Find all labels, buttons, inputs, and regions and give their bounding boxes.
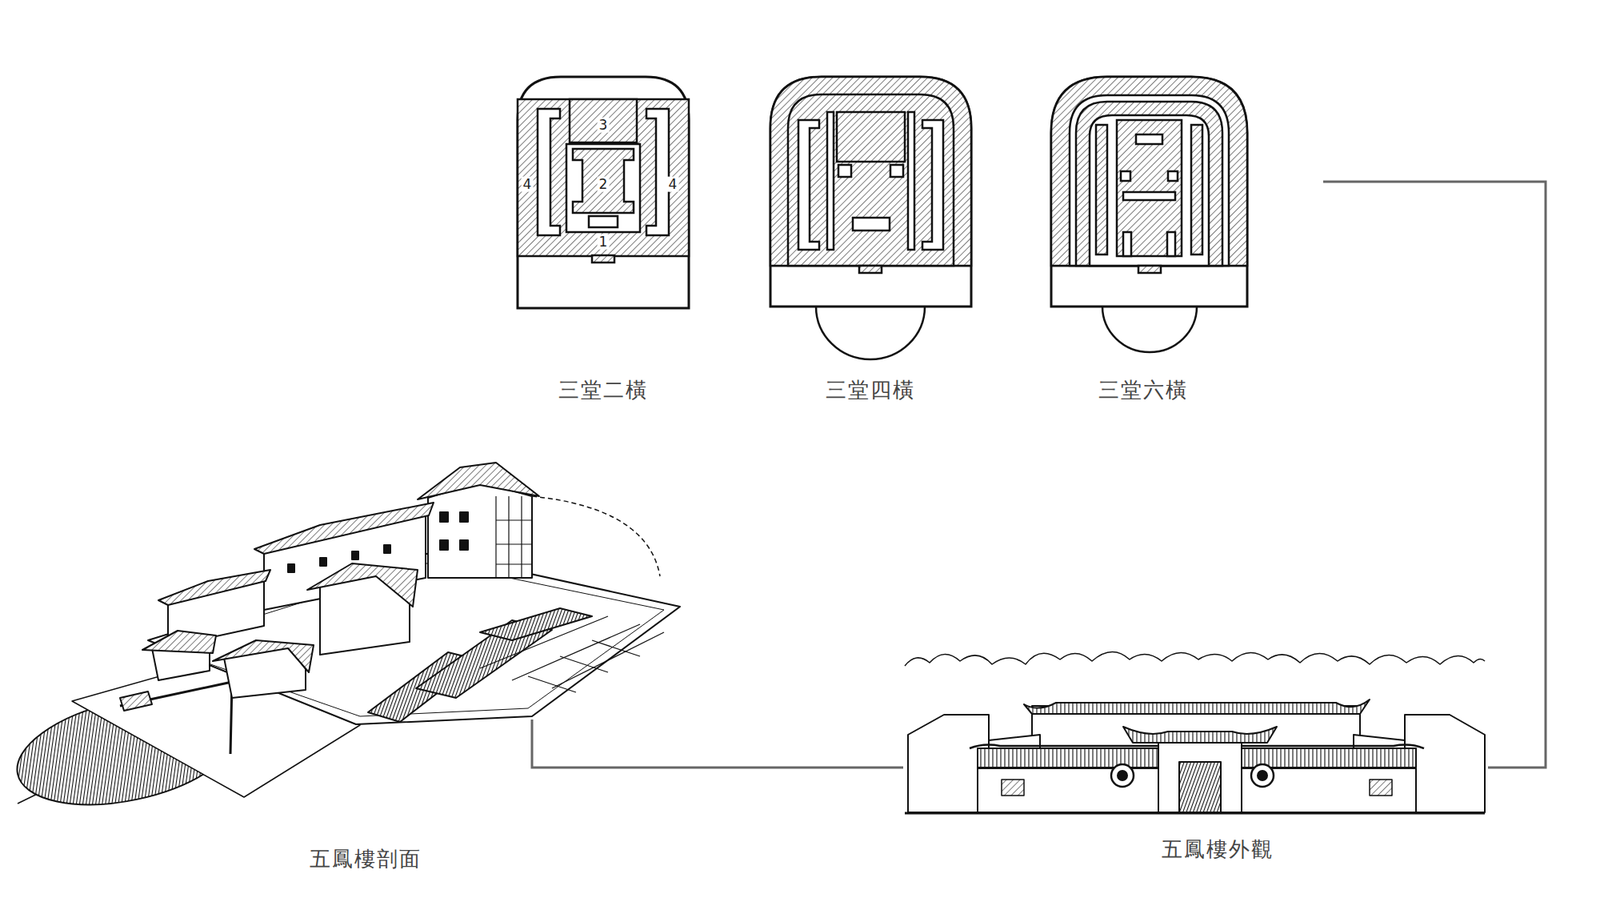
elevation-figure: 五鳳樓外觀 [903,643,1488,876]
plan-four-wings-part [788,94,954,266]
section-sketch-part [460,512,468,522]
plan-six-wings-part [1069,95,1229,266]
connector-line [1323,181,1546,768]
section-sketch-part [440,540,448,550]
plan-four-wings-part [836,112,905,162]
section-sketch-part [120,691,152,711]
section-sketch-part [532,496,660,576]
plan-six-wings-part [1089,115,1209,266]
elevation-sketch-part [908,714,989,812]
section-sketch-part [384,544,391,553]
elevation-sketch-part [1251,764,1274,787]
section-sketch-part [158,569,271,605]
plan-six-wings [1051,76,1248,352]
plan-four-wings-part [859,265,882,273]
elevation-sketch-part [1001,779,1024,796]
plan-four-wings-part [770,76,972,307]
figure-caption: 五鳳樓剖面 [309,846,422,872]
plan-four-wings-part [890,164,904,177]
elevation-sketch-part [1111,764,1134,787]
plan-six-wings-part [1102,306,1197,352]
plan-two-wings-part [592,255,615,263]
plan-four-wings-part [798,120,820,250]
callout-number: 4 [667,176,680,192]
figure-caption: 五鳳樓外觀 [1161,836,1274,862]
plan-six-wings-part [1191,124,1203,255]
elevation-sketch-part [1179,761,1221,812]
plan-two-wings-part [517,99,689,256]
connector-line [532,719,904,768]
plan-six-wings-part [1136,134,1163,144]
plan-two-wings-part [572,148,634,213]
plan-six-wings-part [1051,76,1248,307]
figure-caption: 三堂二橫 [558,377,648,403]
callout-number: 2 [597,176,610,192]
plan-two-wings-part [537,108,560,236]
plan-figure: 三堂四橫 [770,76,972,413]
plan-four-wings-part [770,76,972,266]
section-sketch-part [142,630,216,653]
plan-six-wings-part [1096,124,1108,255]
plan-six-wings-part [1123,232,1132,256]
section-sketch-part [320,557,327,566]
plan-four-wings-part [827,112,834,250]
plan-figure: 三堂六橫 [1051,76,1324,413]
plan-four-wings-part [908,112,915,250]
section-sketch-part [480,616,664,688]
plan-two-wings-part [646,108,669,236]
callout-number: 4 [521,176,534,192]
section-sketch-part [528,640,640,692]
section-sketch-part [288,564,295,572]
plan-six-wings-part [1116,120,1182,256]
plan-four-wings-part [838,164,852,177]
plan-four-wings-part [922,120,944,250]
plan-two-wings-part [566,144,640,232]
section-sketch-part [120,681,232,754]
elevation-sketch-part [1158,742,1242,812]
elevation-sketch-part [1117,770,1128,780]
section-sketch-part [254,502,434,554]
plan-four-wings [770,76,972,360]
section-sketch-part [460,540,468,550]
section-sketch-part [352,551,359,560]
section-sketch-part [148,552,680,724]
section-sketch-part [428,481,532,578]
plan-six-wings-part [1120,171,1131,181]
section-sketch-part [496,496,532,578]
plan-two-wings [517,76,689,308]
plan-six-wings-part [1123,192,1176,200]
section-figure: 五鳳樓剖面 [15,459,532,884]
figure-caption: 三堂六橫 [1098,377,1188,403]
section-sketch-part [480,608,592,640]
plan-two-wings-part [517,76,689,308]
section-sketch-part [417,462,540,500]
elevation-sketch [904,651,1485,813]
plan-four-wings-part [816,306,925,360]
plan-two-wings-part [569,99,637,143]
plan-six-wings-part [1168,171,1178,181]
section-sketch-part [307,563,418,607]
plan-six-wings-part [1051,76,1248,266]
plan-six-wings-part [1167,232,1176,256]
plan-two-wings-part [588,216,618,228]
elevation-sketch-part [904,651,1485,666]
plan-six-wings-part [1138,265,1161,273]
callout-number: 1 [597,234,610,250]
section-sketch-part [440,512,448,522]
elevation-sketch-part [1024,699,1370,714]
elevation-sketch-part [1123,726,1277,743]
section-sketch-part [212,640,314,672]
plan-four-wings-part [852,217,890,231]
plan-six-wings-part [1076,101,1223,266]
figure-caption: 三堂四橫 [825,377,916,403]
elevation-sketch-part [904,812,1485,815]
elevation-sketch-part [1369,779,1392,796]
callout-number: 3 [597,117,610,133]
elevation-sketch-part [1257,770,1268,780]
